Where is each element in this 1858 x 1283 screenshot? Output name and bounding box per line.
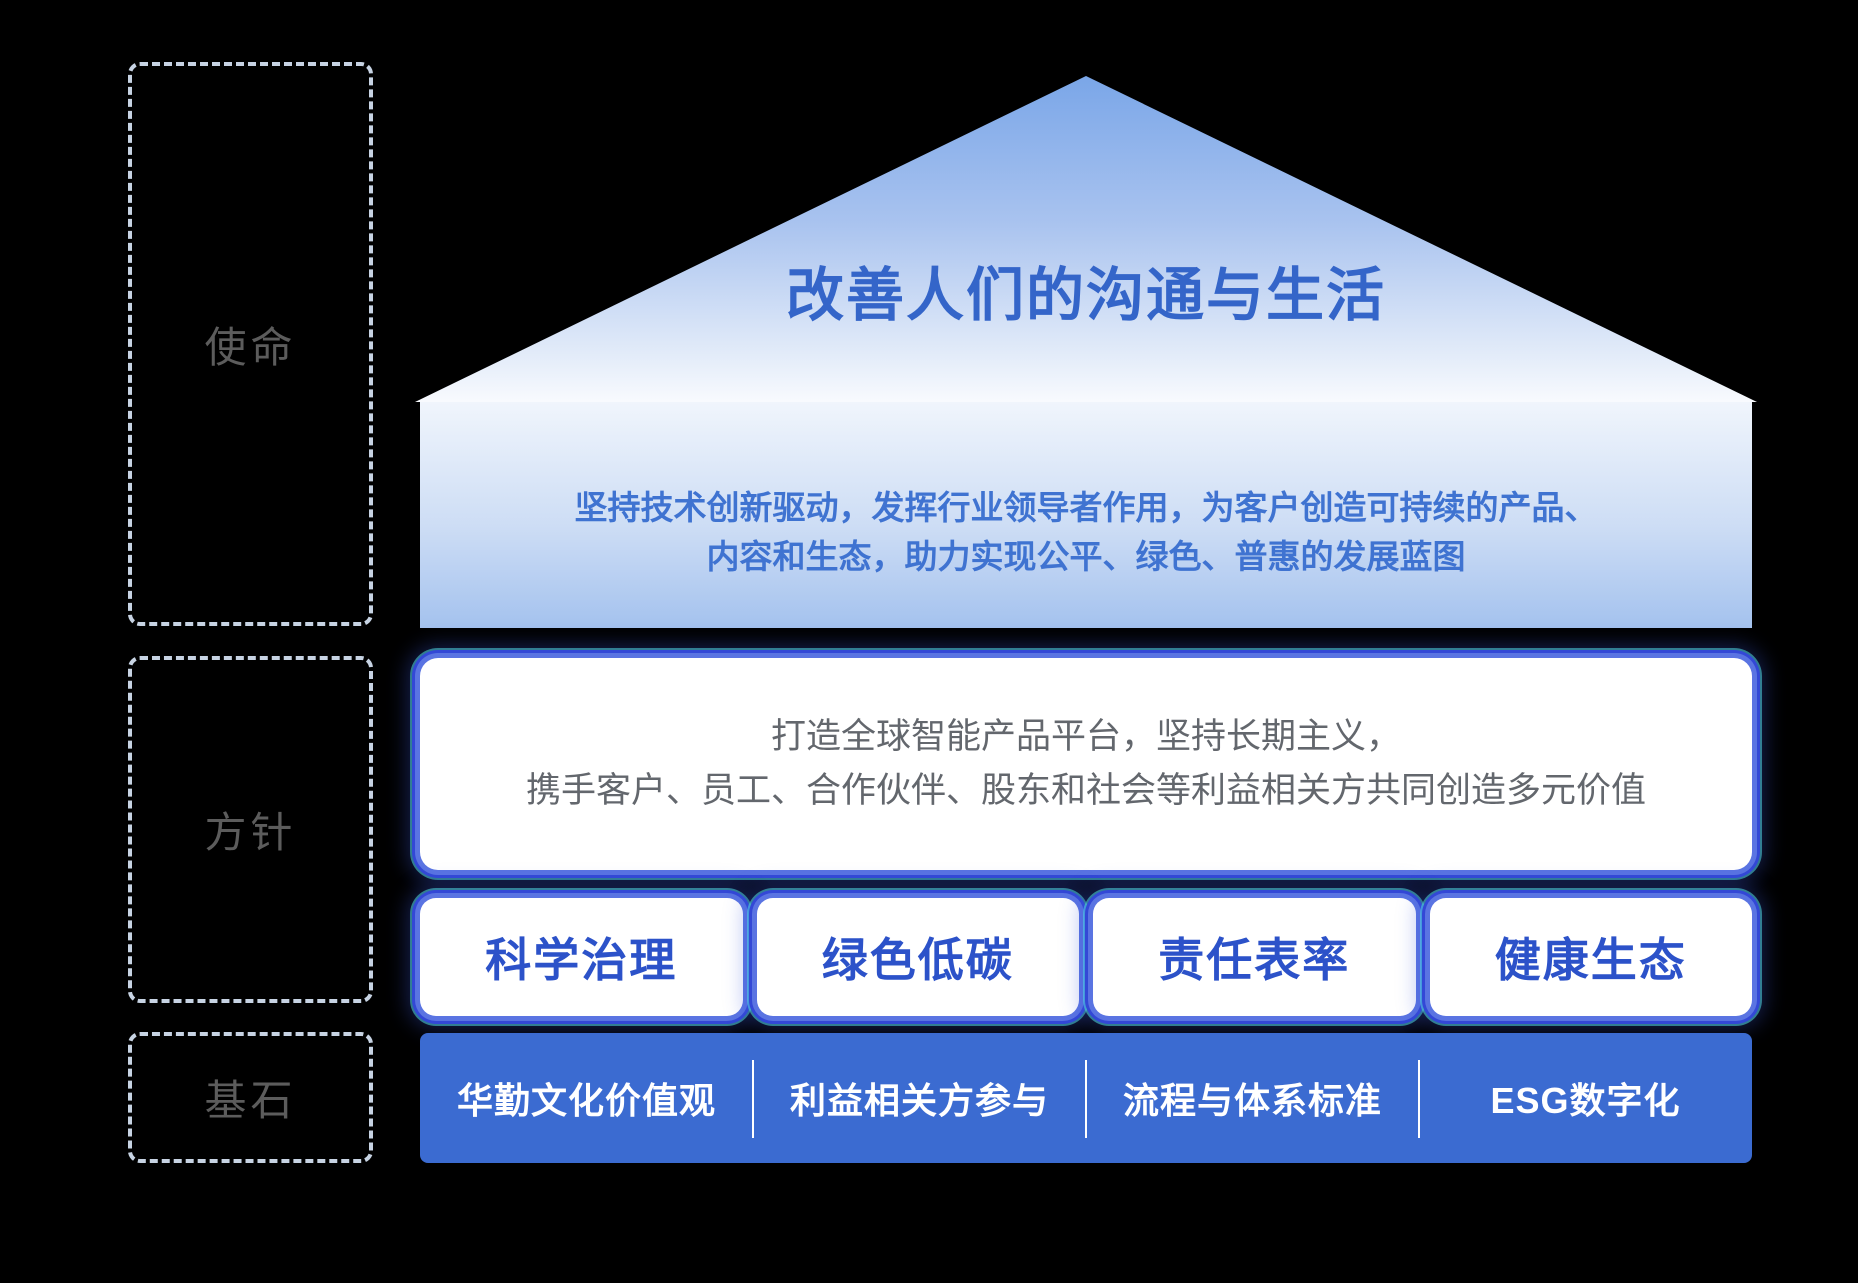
foundation-bar: 华勤文化价值观 利益相关方参与 流程与体系标准 ESG数字化 <box>420 1033 1752 1163</box>
pillar-label: 绿色低碳 <box>821 934 1014 986</box>
policy-statement-line2: 携手客户、员工、合作伙伴、股东和社会等利益相关方共同创造多元价值 <box>525 771 1646 810</box>
foundation-divider <box>1085 1060 1087 1139</box>
pillar-label: 责任表率 <box>1158 934 1351 986</box>
foundation-item-label: 利益相关方参与 <box>789 1080 1049 1121</box>
mission-subtitle-line2: 内容和生态，助力实现公平、绿色、普惠的发展蓝图 <box>706 538 1466 575</box>
pillar-card-responsibility: 责任表率 <box>1093 898 1416 1016</box>
foundation-item-culture: 华勤文化价值观 <box>420 1033 754 1163</box>
pillar-row: 科学治理 绿色低碳 责任表率 健康生态 <box>420 898 1752 1016</box>
pillar-card-ecosystem: 健康生态 <box>1429 898 1752 1016</box>
foundation-divider <box>752 1060 754 1139</box>
foundation-item-stakeholders: 利益相关方参与 <box>753 1033 1087 1163</box>
foundation-divider <box>1418 1060 1420 1139</box>
foundation-item-label: 华勤文化价值观 <box>456 1080 716 1121</box>
pillar-card-governance: 科学治理 <box>420 898 743 1016</box>
house-roof-triangle <box>415 76 1757 402</box>
mission-title: 改善人们的沟通与生活 <box>785 263 1386 328</box>
pillar-card-green: 绿色低碳 <box>756 898 1079 1016</box>
pillar-label: 科学治理 <box>485 934 678 986</box>
policy-tier-label: 方针 <box>204 809 297 856</box>
foundation-tier-box: 基石 <box>128 1032 373 1163</box>
foundation-item-esg-digital: ESG数字化 <box>1419 1033 1752 1163</box>
pillar-label: 健康生态 <box>1494 934 1687 986</box>
foundation-tier-label: 基石 <box>204 1077 297 1124</box>
policy-statement-line1: 打造全球智能产品平台，坚持长期主义， <box>770 716 1401 756</box>
mission-tier-box: 使命 <box>128 62 373 626</box>
policy-statement-card: 打造全球智能产品平台，坚持长期主义， 携手客户、员工、合作伙伴、股东和社会等利益… <box>420 658 1752 870</box>
mission-subtitle-line1: 坚持技术创新驱动，发挥行业领导者作用，为客户创造可持续的产品、 <box>574 489 1598 527</box>
house-roof-base: 坚持技术创新驱动，发挥行业领导者作用，为客户创造可持续的产品、 内容和生态，助力… <box>420 402 1752 628</box>
mission-tier-label: 使命 <box>204 323 297 371</box>
foundation-item-label: ESG数字化 <box>1490 1080 1681 1121</box>
foundation-item-process: 流程与体系标准 <box>1086 1033 1420 1163</box>
policy-tier-box: 方针 <box>128 656 373 1003</box>
foundation-item-label: 流程与体系标准 <box>1122 1080 1382 1121</box>
